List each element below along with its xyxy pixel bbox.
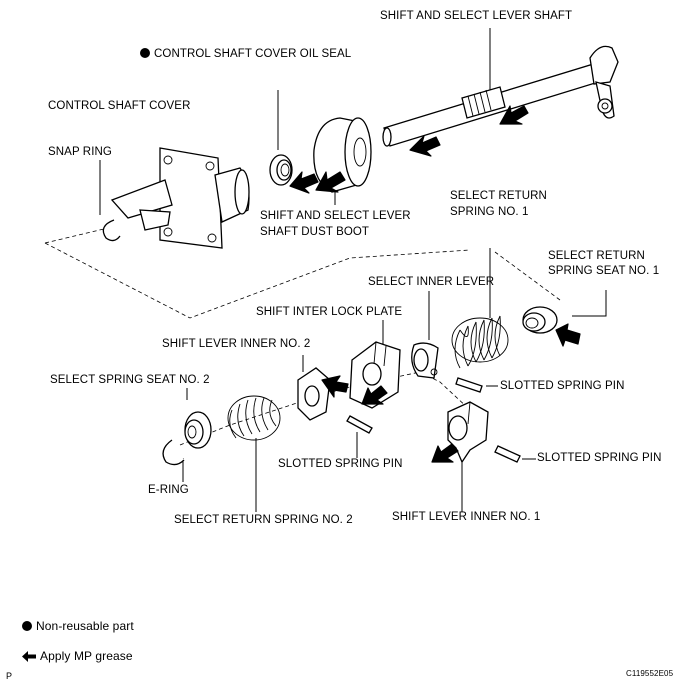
shaft-dust-boot <box>313 117 372 193</box>
page-mark: P <box>6 671 13 681</box>
shift-lever-inner-no1 <box>447 401 489 464</box>
grease-arrow-icon <box>555 323 581 347</box>
legend-apply-grease: Apply MP grease <box>22 650 133 663</box>
label-control-shaft-cover-oil-seal: CONTROL SHAFT COVER OIL SEAL <box>140 48 351 61</box>
grease-arrow-icon <box>431 443 459 463</box>
grease-arrow-icon <box>321 375 349 398</box>
grease-arrow-icon <box>361 385 388 405</box>
label-shift-lever-inner-no1: SHIFT LEVER INNER NO. 1 <box>392 511 541 523</box>
label-shift-select-lever-shaft: SHIFT AND SELECT LEVER SHAFT <box>380 10 573 22</box>
legend-apply-grease-text: Apply MP grease <box>40 649 133 663</box>
select-return-spring-seat-no1 <box>522 306 558 334</box>
label-select-return-spring-no1-2: SPRING NO. 1 <box>450 206 529 218</box>
label-select-return-spring-no2: SELECT RETURN SPRING NO. 2 <box>174 514 353 526</box>
arrow-left-icon <box>22 651 36 662</box>
shift-lever-inner-no2 <box>297 367 331 421</box>
grease-arrow-icon <box>499 105 529 125</box>
grease-arrow-icon <box>409 135 441 157</box>
label-select-return-spring-no1-1: SELECT RETURN <box>450 190 547 202</box>
label-dust-boot-1: SHIFT AND SELECT LEVER <box>260 210 411 222</box>
shift-select-lever-shaft <box>382 45 619 147</box>
label-control-shaft-cover-oil-seal-text: CONTROL SHAFT COVER OIL SEAL <box>154 48 352 60</box>
slotted-spring-pin-upper <box>455 377 483 393</box>
label-slotted-spring-pin-upper: SLOTTED SPRING PIN <box>500 380 625 392</box>
shift-inter-lock-plate <box>349 341 401 409</box>
label-shift-inter-lock-plate: SHIFT INTER LOCK PLATE <box>256 306 403 318</box>
grease-arrow-icon <box>315 171 346 193</box>
black-dot-icon <box>22 621 32 631</box>
control-shaft-cover <box>110 147 250 249</box>
slotted-spring-pin-lower <box>494 445 521 463</box>
control-shaft-cover-oil-seal <box>269 154 293 186</box>
select-return-spring-no1 <box>451 315 509 369</box>
label-slotted-spring-pin-middle: SLOTTED SPRING PIN <box>278 458 403 470</box>
label-control-shaft-cover: CONTROL SHAFT COVER <box>48 100 191 112</box>
legend-non-reusable: Non-reusable part <box>22 620 134 633</box>
legend-non-reusable-text: Non-reusable part <box>36 619 134 633</box>
label-snap-ring: SNAP RING <box>48 146 112 158</box>
assembly-guide-lines <box>44 227 561 446</box>
select-inner-lever <box>411 342 439 379</box>
label-select-inner-lever: SELECT INNER LEVER <box>368 276 495 288</box>
non-reusable-dot-icon <box>140 48 150 58</box>
select-return-spring-no2 <box>227 395 281 441</box>
grease-arrows <box>289 105 581 463</box>
label-e-ring: E-RING <box>148 484 189 496</box>
slotted-spring-pin-middle <box>346 415 373 434</box>
snap-ring <box>102 219 121 242</box>
select-spring-seat-no2 <box>184 411 212 449</box>
label-select-return-spring-seat-no1-1: SELECT RETURN <box>548 250 645 262</box>
label-dust-boot-2: SHAFT DUST BOOT <box>260 226 370 238</box>
grease-arrow-icon <box>289 171 319 194</box>
label-select-spring-seat-no2: SELECT SPRING SEAT NO. 2 <box>50 374 210 386</box>
label-slotted-spring-pin-lower: SLOTTED SPRING PIN <box>537 452 662 464</box>
e-ring <box>162 439 185 466</box>
label-shift-lever-inner-no2: SHIFT LEVER INNER NO. 2 <box>162 338 311 350</box>
label-select-return-spring-seat-no1-2: SPRING SEAT NO. 1 <box>548 265 660 277</box>
figure-code: C119552E05 <box>626 669 674 678</box>
